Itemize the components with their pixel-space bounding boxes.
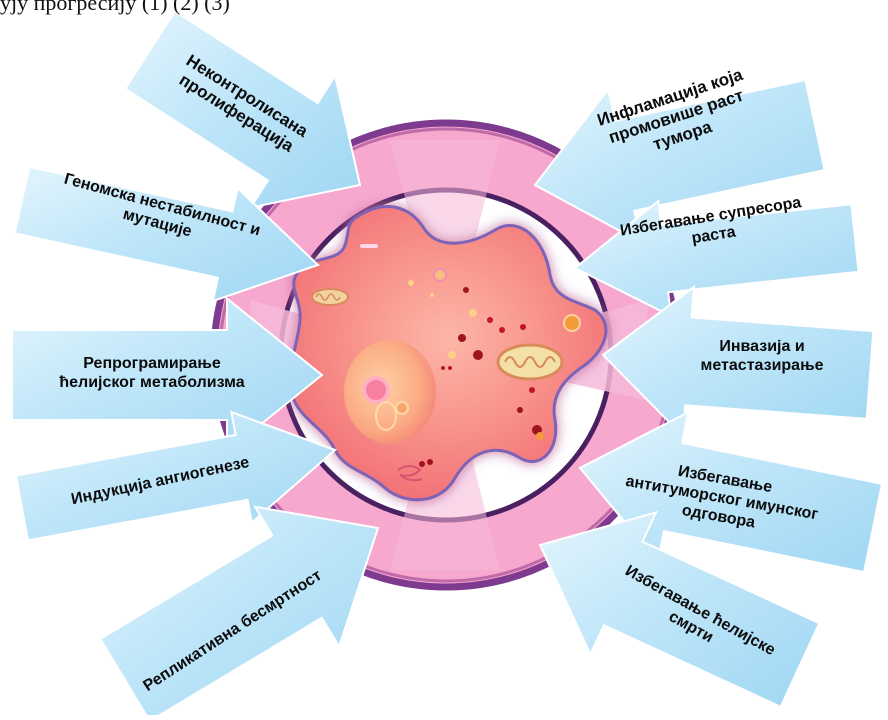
hallmark-arrow: Неконтролисанапролиферација xyxy=(125,11,360,207)
mitochondrion-small xyxy=(312,289,348,305)
nucleolus xyxy=(364,378,388,402)
cropped-caption-text: ују прогресију (1) (2) (3) xyxy=(0,0,260,16)
hallmark-label-line: Инвазија и xyxy=(719,338,804,355)
hallmark-arrow: Репликативна бесмртност xyxy=(100,507,378,715)
hallmark-label: Репрограмирање ћелијског метаболизма xyxy=(59,355,244,391)
hallmark-label-line: Репрограмирање xyxy=(83,355,221,372)
hallmark-label-line: ћелијског метаболизма xyxy=(59,374,244,391)
mitochondrion-large xyxy=(498,345,562,379)
hallmark-label-line: метастазирање xyxy=(701,357,824,374)
nucleolus-small xyxy=(396,402,408,414)
